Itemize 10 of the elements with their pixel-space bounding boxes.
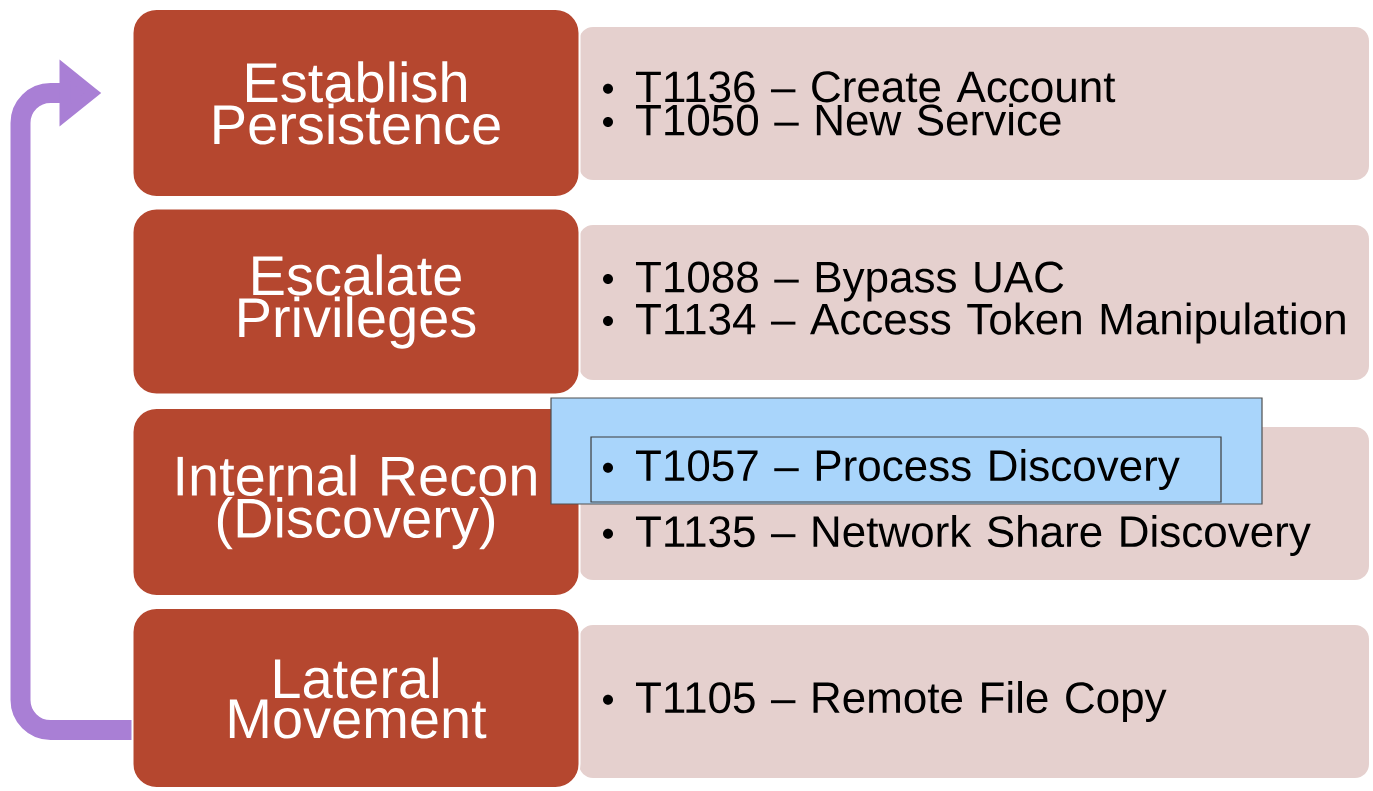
stage-box: Establish Persistence (131, 8, 581, 198)
highlight-box (550, 397, 1263, 505)
technique-band: T1105 – Remote File Copy (579, 625, 1369, 778)
arrow (10, 59, 132, 740)
stage-box: Escalate Privileges (131, 207, 581, 396)
technique-band: T1088 – Bypass UAC T1134 – Access Token Manipulation (579, 225, 1369, 380)
stage-box: Lateral Movement (131, 607, 581, 789)
stage-box: Internal Recon (Discovery) (131, 407, 581, 597)
technique-box: T1057 – Process Discovery (590, 436, 1222, 503)
technique-band: T1136 – Create Account T1050 – New Service (579, 27, 1369, 180)
